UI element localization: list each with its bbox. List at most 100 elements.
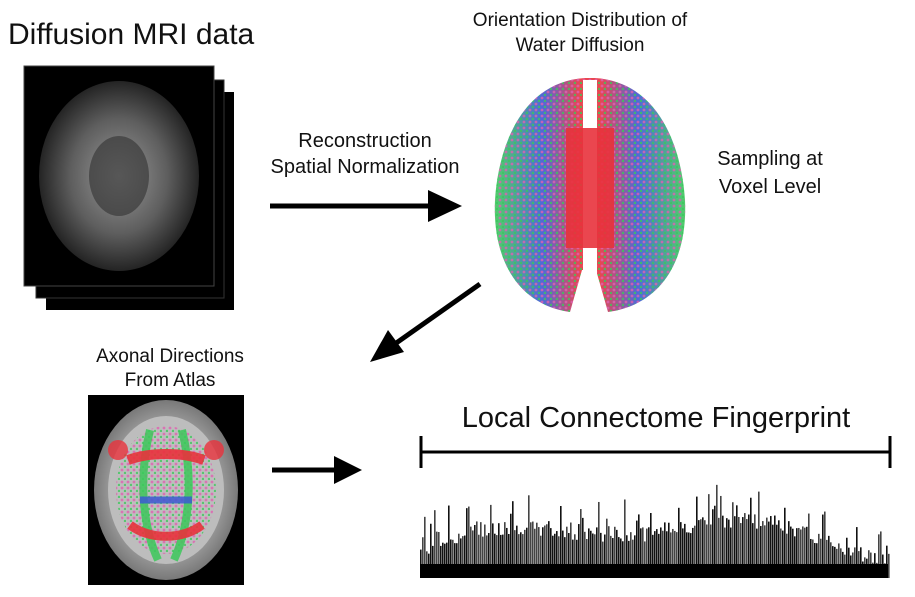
fingerprint-bar — [806, 526, 808, 578]
fingerprint-bar — [468, 506, 470, 578]
fingerprint-bar — [674, 530, 676, 578]
fingerprint-bar — [542, 527, 544, 578]
fingerprint-bar — [802, 526, 804, 578]
reconstruction-line1: Reconstruction — [298, 130, 432, 152]
fingerprint-bar — [470, 526, 472, 578]
fingerprint-bar — [808, 513, 810, 578]
fingerprint-bar — [794, 536, 796, 578]
fingerprint-bar — [846, 537, 848, 578]
fingerprint-bar — [768, 521, 770, 578]
fingerprint-bar — [824, 511, 826, 578]
fingerprint-bar — [646, 528, 648, 578]
fingerprint-bar — [476, 521, 478, 578]
fingerprint-bar — [480, 522, 482, 578]
fingerprint-bar — [654, 531, 656, 578]
fingerprint-bar — [828, 535, 830, 578]
fingerprint-bar — [742, 517, 744, 578]
fingerprint-bar — [812, 539, 814, 578]
fingerprint-bar — [508, 533, 510, 578]
fingerprint-bar — [500, 534, 502, 578]
fingerprint-bar — [664, 522, 666, 578]
fingerprint-bar — [836, 548, 838, 578]
fingerprint-bar — [522, 534, 524, 578]
fingerprint-bar — [888, 553, 890, 578]
fingerprint-bar — [670, 532, 672, 578]
fingerprint-bar — [814, 543, 816, 578]
fingerprint-bar — [690, 533, 692, 578]
fingerprint-bar — [712, 509, 714, 578]
fingerprint-bar — [748, 514, 750, 578]
fingerprint-bar — [494, 533, 496, 578]
fingerprint-bar — [538, 527, 540, 578]
fingerprint-bar — [462, 536, 464, 578]
fingerprint-bar — [860, 547, 862, 578]
fingerprint-bar — [644, 541, 646, 578]
fingerprint-bar — [608, 526, 610, 578]
fingerprint-bar — [420, 549, 422, 578]
fingerprint-bar — [790, 526, 792, 578]
fingerprint-bar — [510, 513, 512, 578]
fingerprint-bar — [610, 535, 612, 578]
fingerprint-bar — [724, 527, 726, 578]
sampling-label: Sampling at Voxel Level — [690, 145, 850, 201]
fingerprint-bar — [550, 528, 552, 578]
fingerprint-bar — [630, 532, 632, 578]
fingerprint-bar — [432, 545, 434, 578]
fingerprint-bar — [626, 535, 628, 578]
fingerprint-bar — [574, 534, 576, 578]
fingerprint-bar — [572, 539, 574, 578]
fingerprint-bar — [556, 531, 558, 578]
fingerprint-bar — [782, 530, 784, 578]
odf-brain-image — [494, 78, 686, 312]
fingerprint-bar — [440, 545, 442, 578]
fingerprint-bar — [616, 529, 618, 578]
odf-title: Orientation Distribution of Water Diffus… — [420, 8, 740, 58]
fingerprint-bar — [530, 522, 532, 578]
fingerprint-bar — [624, 499, 626, 578]
fingerprint-bar — [548, 521, 550, 578]
fingerprint-bar — [596, 527, 598, 578]
fingerprint-bar — [706, 524, 708, 578]
fingerprint-bar — [584, 531, 586, 578]
fingerprint-bar — [732, 502, 734, 578]
fingerprint-bar — [546, 524, 548, 578]
fingerprint-bar — [620, 538, 622, 578]
fingerprint-bar — [656, 529, 658, 578]
fingerprint-bar — [622, 541, 624, 578]
fingerprint-bar — [496, 535, 498, 578]
fingerprint-bar — [774, 515, 776, 578]
fingerprint-bar — [698, 520, 700, 578]
fingerprint-bar — [448, 505, 450, 578]
fingerprint-bar — [684, 523, 686, 578]
fingerprint-bar — [434, 510, 436, 578]
fingerprint-bar — [754, 514, 756, 578]
fingerprint-bar — [560, 506, 562, 578]
fingerprint-bar — [662, 530, 664, 578]
fingerprint-bar — [756, 528, 758, 578]
fingerprint-bar — [770, 516, 772, 578]
arrow-down-left-icon — [370, 281, 482, 362]
reconstruction-line2: Spatial Normalization — [270, 156, 460, 178]
fingerprint-bar — [708, 494, 710, 578]
fingerprint-bar — [514, 530, 516, 578]
fingerprint-bar — [558, 536, 560, 578]
diffusion-mri-title: Diffusion MRI data — [8, 18, 255, 51]
arrow-right-icon — [270, 190, 462, 222]
fingerprint-bar — [736, 505, 738, 578]
fingerprint-bar — [680, 522, 682, 578]
odf-title-line1: Orientation Distribution of — [472, 10, 688, 31]
atlas-brain-image — [88, 395, 244, 585]
fingerprint-bar — [738, 516, 740, 578]
fingerprint-bar — [422, 537, 424, 578]
fingerprint-bar — [604, 534, 606, 578]
fingerprint-bar — [792, 528, 794, 578]
fingerprint-title: Local Connectome Fingerprint — [461, 402, 851, 434]
fingerprint-bar — [512, 501, 514, 578]
fingerprint-bar — [696, 496, 698, 578]
fingerprint-bar — [830, 542, 832, 578]
fingerprint-bar — [730, 527, 732, 578]
fingerprint-bar — [880, 531, 882, 578]
fingerprint-bar — [506, 527, 508, 578]
fingerprint-bar — [446, 542, 448, 578]
fingerprint-bar — [562, 530, 564, 578]
